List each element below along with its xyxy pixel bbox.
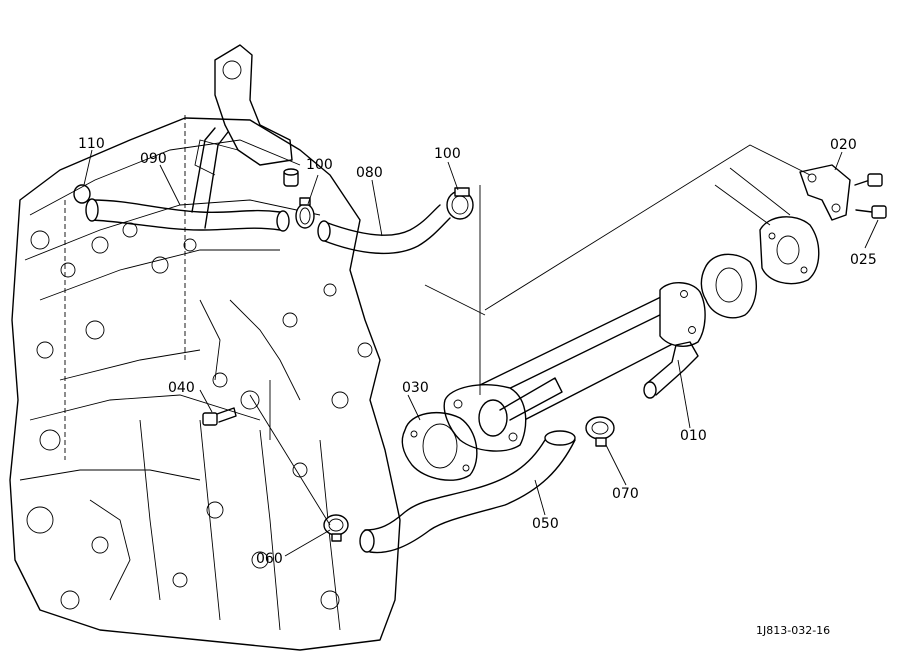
gasket-right [700, 253, 757, 319]
clamp-060 [323, 514, 349, 542]
label-100-right: 100 [434, 146, 461, 162]
label-050: 050 [532, 516, 559, 532]
gasket-030 [401, 411, 478, 481]
label-060: 060 [256, 551, 283, 567]
label-040: 040 [168, 380, 195, 396]
label-030: 030 [402, 380, 429, 396]
bracket-020 [799, 164, 851, 221]
adapter-flange [759, 216, 820, 285]
label-020: 020 [830, 137, 857, 153]
label-080: 080 [356, 165, 383, 181]
leader-lines [83, 144, 879, 557]
mounting-bracket [194, 44, 293, 176]
hose-080 [317, 204, 451, 255]
fitting [283, 168, 299, 187]
label-070: 070 [612, 486, 639, 502]
o-ring-110 [73, 184, 91, 204]
hose-090 [85, 127, 290, 232]
label-100-left: 100 [306, 157, 333, 173]
engine-block [9, 115, 401, 651]
label-025: 025 [850, 252, 877, 268]
bolt-040 [202, 407, 237, 426]
clamp-070 [585, 416, 615, 447]
label-110: 110 [78, 136, 105, 152]
egr-cooler [443, 282, 706, 452]
label-090: 090 [140, 151, 167, 167]
hose-050 [359, 430, 576, 554]
clamp-100-right [446, 187, 474, 220]
label-010: 010 [680, 428, 707, 444]
clamp-100-left [295, 197, 315, 229]
bolt-025 [854, 173, 887, 219]
drawing-code: 1J813-032-16 [756, 624, 830, 637]
part-labels: 110 090 100 080 100 020 025 030 040 010 … [78, 136, 877, 637]
